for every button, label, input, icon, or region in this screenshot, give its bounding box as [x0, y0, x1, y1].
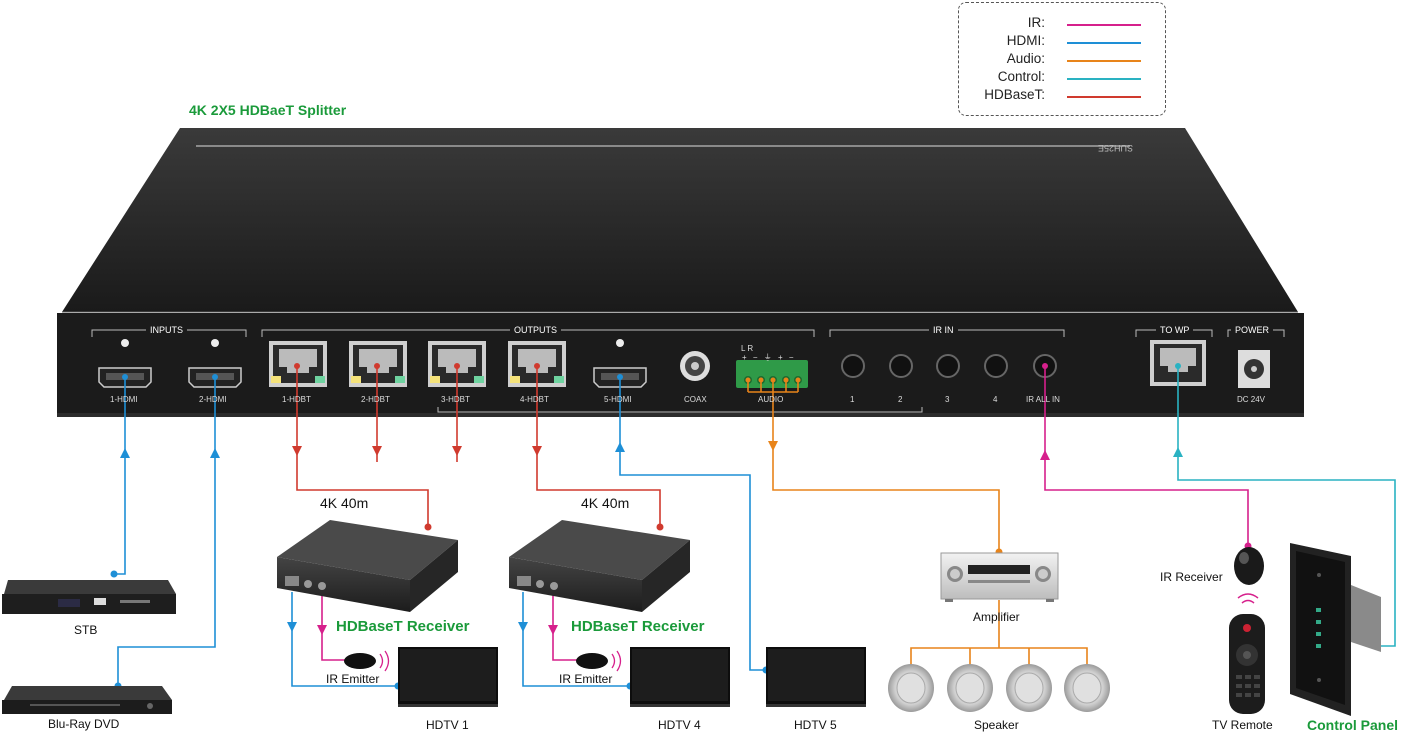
legend-item-audio: Audio: [959, 51, 1159, 69]
hdtv-4 [630, 647, 730, 707]
hdbt-ports [269, 340, 1206, 387]
control-panel-label: Control Panel [1307, 717, 1399, 733]
distance-label-2: 4K 40m [581, 495, 630, 511]
ir-emitter-1 [344, 650, 390, 672]
port-label-coax: COAX [684, 395, 707, 404]
audio-lr-markers: L R [741, 344, 754, 353]
amplifier-device [940, 552, 1059, 602]
legend-item-hdbaset: HDBaseT: [959, 87, 1159, 105]
splitter-title: 4K 2X5 HDBaeT Splitter [189, 102, 347, 118]
legend: IR: HDMI: Audio: Control: HDBaseT: [958, 2, 1166, 116]
amplifier-label: Amplifier [973, 610, 1020, 624]
hdtv-4-label: HDTV 4 [658, 718, 701, 732]
port-label-irall: IR ALL IN [1026, 395, 1060, 404]
ir-receiver-label: IR Receiver [1160, 570, 1223, 584]
outputs-group-label: OUTPUTS [510, 325, 562, 335]
legend-item-ir: IR: [959, 15, 1159, 33]
speaker-label: Speaker [974, 718, 1019, 732]
inputs-group-label: INPUTS [146, 325, 188, 335]
stb-label: STB [74, 623, 98, 637]
irin-group-label: IR IN [929, 325, 958, 335]
ir-emitter-2-label: IR Emitter [559, 672, 613, 686]
hdtv-1-label: HDTV 1 [426, 718, 469, 732]
port-label-hdmi2: 2-HDMI [199, 395, 227, 404]
control-lines [1177, 366, 1396, 647]
receiver-2-label: HDBaseT Receiver [571, 618, 705, 635]
tv-remote-device [1229, 614, 1265, 714]
towp-group-label: TO WP [1156, 325, 1194, 335]
audio-lines [747, 380, 1088, 665]
ir-emitter-1-label: IR Emitter [326, 672, 380, 686]
hdtv-1 [398, 647, 498, 707]
audio-pin-markers: + − ⏚ + − [742, 353, 796, 362]
brand-mark: SUH25E [1098, 143, 1134, 153]
port-label-hdbt2: 2-HDBT [361, 395, 390, 404]
bluray-label: Blu-Ray DVD [48, 717, 120, 731]
port-label-ir3: 3 [945, 395, 950, 404]
port-label-ir1: 1 [850, 395, 855, 404]
hdtv-5-label: HDTV 5 [794, 718, 837, 732]
splitter-chassis [57, 128, 1304, 417]
ir-receiver-device [1234, 547, 1264, 604]
legend-item-control: Control: [959, 69, 1159, 87]
port-label-dc: DC 24V [1237, 395, 1266, 404]
port-label-hdbt3: 3-HDBT [441, 395, 470, 404]
legend-item-hdmi: HDMI: [959, 33, 1159, 51]
port-label-hdbt1: 1-HDBT [282, 395, 311, 404]
port-label-hdmi1: 1-HDMI [110, 395, 138, 404]
ir-jacks [841, 354, 1057, 378]
port-label-hdbt4: 4-HDBT [520, 395, 549, 404]
ir-lines [321, 366, 1249, 661]
port-label-hdmi5: 5-HDMI [604, 395, 632, 404]
distance-label-1: 4K 40m [320, 495, 369, 511]
control-panel-device [1290, 543, 1381, 716]
port-label-ir4: 4 [993, 395, 998, 404]
stb-device [2, 580, 176, 614]
ir-emitter-2 [576, 650, 622, 672]
power-group-label: POWER [1231, 325, 1274, 335]
hdmi-lines [114, 377, 766, 687]
bluray-device [2, 686, 172, 714]
receiver-1 [277, 520, 458, 612]
audio-terminal [736, 360, 808, 388]
receiver-2 [509, 520, 690, 612]
speakers [888, 664, 1110, 712]
port-label-ir2: 2 [898, 395, 903, 404]
tv-remote-label: TV Remote [1212, 718, 1273, 732]
receiver-1-label: HDBaseT Receiver [336, 618, 470, 635]
port-label-audio: AUDIO [758, 395, 784, 404]
hdtv-5 [766, 647, 866, 707]
